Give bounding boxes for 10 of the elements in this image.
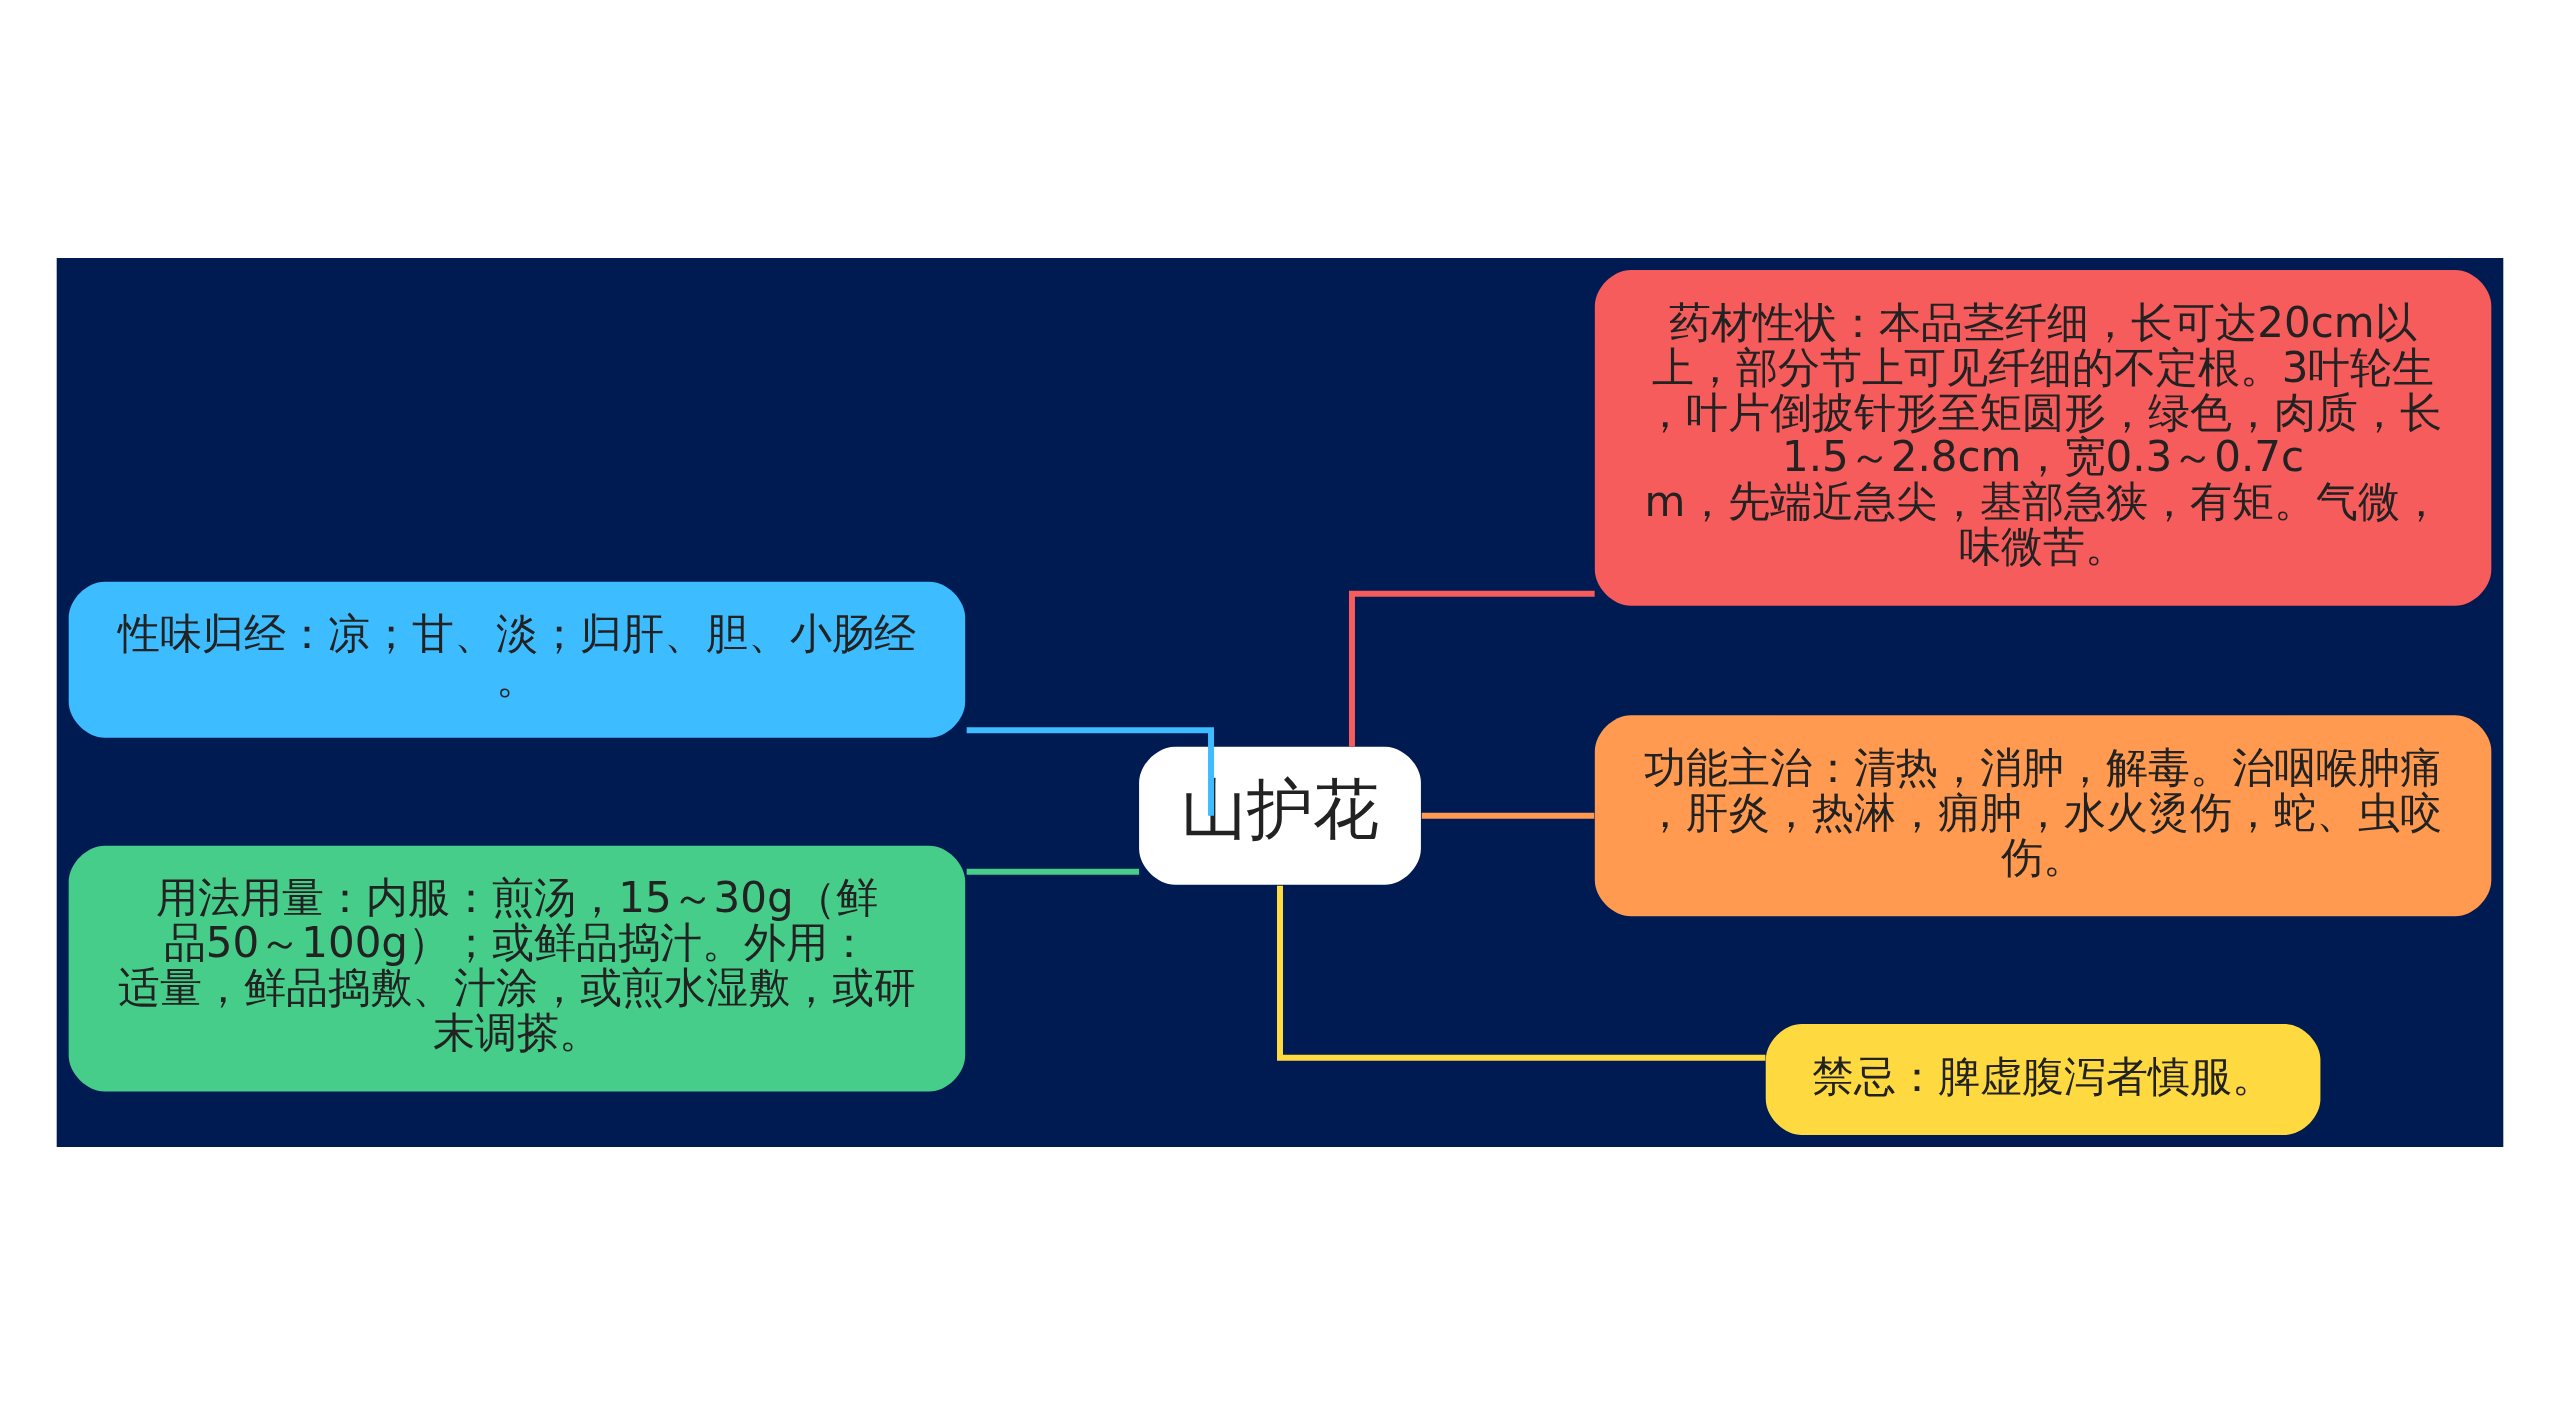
node-box: 性味归经：凉；甘、淡；归肝、胆、小肠经。 (68, 581, 966, 738)
node-box: 用法用量：内服：煎汤，15～30g（鲜品50～100g）；或鲜品捣汁。外用：适量，鲜品捣敷、汁涂，或煎水湿敷，或研末调搽。 (68, 845, 966, 1092)
node-box: 功能主治：清热，消肿，解毒。治咽喉肿痛，肝炎，热淋，痈肿，水火烫伤，蛇、虫咬伤。 (1594, 715, 2492, 917)
connector (966, 868, 1140, 875)
node-box: 药材性状：本品茎纤细，长可达20cm以上，部分节上可见纤细的不定根。3叶轮生，叶片倒披针形至矩圆形，绿色，肉质，长1.5～2.8cm，宽0.3～0.7cm，先端近急尖，基部急狭，有矩。气微，味微苦。 (1594, 270, 2492, 606)
connector (1348, 590, 1595, 747)
connector (1421, 812, 1595, 819)
connector (1277, 885, 1766, 1061)
connector (966, 727, 1215, 816)
node-box: 禁忌：脾虚腹泻者慎服。 (1765, 1024, 2321, 1135)
